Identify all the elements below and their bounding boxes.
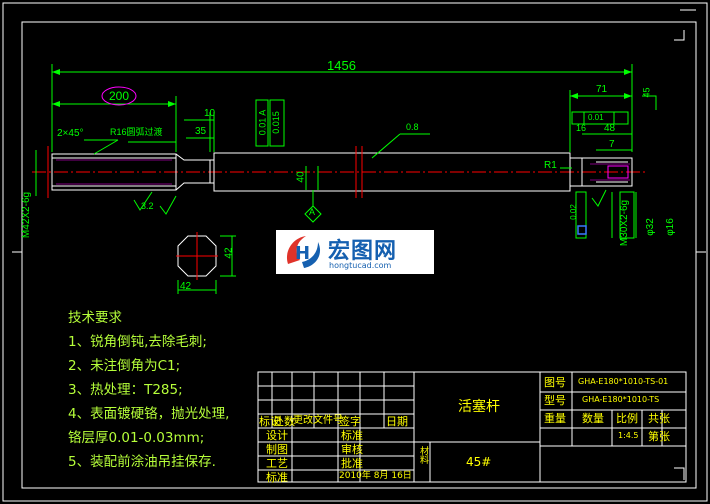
thread-m30: M30X2-6g bbox=[619, 199, 631, 247]
tb-model-label: 型号 bbox=[544, 394, 566, 407]
tb-drafting: 制图 bbox=[266, 443, 288, 456]
tb-qty-label: 数量 bbox=[582, 412, 604, 425]
dim-section-200: 200 bbox=[109, 89, 130, 103]
dim-hex-side: 42 bbox=[223, 247, 235, 259]
tb-marks: 标记 bbox=[259, 415, 281, 428]
tech-title: 技术要求 bbox=[68, 310, 122, 326]
dim-chamfer: 2×45° bbox=[57, 128, 84, 139]
end-hole bbox=[607, 165, 629, 179]
hex-section bbox=[176, 232, 218, 280]
thread-m42: M42X2-6g bbox=[21, 191, 33, 239]
rod-outline bbox=[51, 152, 633, 192]
watermark-url: hongtucad.com bbox=[329, 261, 392, 270]
technical-requirements: 技术要求 1、锐角倒钝,去除毛刺; 2、未注倒角为C1; 3、热处理：T285;… bbox=[68, 306, 229, 474]
tech-item-3: 3、热处理：T285; bbox=[68, 382, 183, 398]
dim-overall-length: 1456 bbox=[327, 58, 356, 73]
svg-text:H: H bbox=[295, 243, 310, 264]
tb-vertical: 材料 bbox=[418, 446, 428, 464]
tb-process: 工艺 bbox=[266, 457, 288, 470]
tb-sheet-label: 第张 bbox=[648, 430, 670, 443]
tb-standard: 标准 bbox=[341, 429, 363, 442]
tol-d: 0.02 bbox=[568, 204, 578, 220]
dim-r16: R16圆弧过渡 bbox=[110, 127, 163, 137]
tol-a: 0.01 A bbox=[257, 109, 268, 136]
tb-signature: 签字 bbox=[339, 415, 361, 428]
tb-date-value: 2010年 8月 16日 bbox=[339, 471, 412, 481]
dim-16: 16 bbox=[576, 123, 587, 133]
tb-model: GHA-E180*1010-TS bbox=[582, 395, 660, 404]
dim-35: 35 bbox=[195, 126, 207, 137]
tb-standard-2: 标准 bbox=[266, 471, 288, 484]
tb-fig-no-label: 图号 bbox=[544, 376, 566, 389]
dim-roughness: 3.2 bbox=[141, 201, 154, 211]
tb-approve: 批准 bbox=[341, 457, 363, 470]
dim-phi32: φ32 bbox=[644, 218, 656, 236]
dim-40: 40 bbox=[295, 171, 307, 183]
dim-r1: R1 bbox=[544, 160, 557, 171]
tol-c: 0.01 bbox=[588, 113, 604, 122]
watermark-logo: H 宏图网 hongtucad.com bbox=[276, 230, 434, 274]
title-block-lines bbox=[257, 371, 687, 483]
tb-weight-label: 重量 bbox=[544, 412, 566, 425]
dim-0-8: 0.8 bbox=[406, 122, 419, 132]
watermark-emblem-icon: H bbox=[286, 236, 321, 268]
tb-design: 设计 bbox=[266, 429, 288, 442]
tech-item-4: 4、表面镀硬铬，抛光处理, bbox=[68, 406, 230, 422]
tb-date: 日期 bbox=[386, 415, 408, 428]
dim-71: 71 bbox=[596, 84, 608, 95]
tech-item-2: 2、未注倒角为C1; bbox=[68, 358, 181, 374]
tb-material: 45# bbox=[466, 455, 492, 469]
tb-total-label: 共张 bbox=[648, 412, 670, 425]
tech-item-5: 铬层厚0.01-0.03mm; bbox=[68, 430, 205, 446]
tb-check: 审核 bbox=[341, 443, 363, 456]
dimension-lines bbox=[35, 64, 637, 238]
dim-45: 45 bbox=[641, 87, 652, 98]
datum-a: A bbox=[309, 207, 316, 217]
highlight-ellipse bbox=[101, 86, 137, 106]
dim-10: 10 bbox=[204, 108, 216, 119]
dim-phi16: φ16 bbox=[664, 218, 676, 236]
tech-item-1: 1、锐角倒钝,去除毛刺; bbox=[68, 334, 207, 350]
tb-scale-label: 比例 bbox=[616, 412, 638, 425]
tol-b: 0.015 bbox=[270, 111, 281, 134]
tolerance-frames bbox=[255, 99, 635, 239]
tb-change-doc: 更改文件号 bbox=[293, 415, 343, 426]
tb-part-name: 活塞杆 bbox=[458, 399, 500, 415]
watermark-name: 宏图网 bbox=[328, 239, 398, 264]
dim-7: 7 bbox=[609, 139, 615, 150]
dim-48: 48 bbox=[604, 123, 616, 134]
dim-hex-42: 42 bbox=[180, 281, 192, 292]
inner-border bbox=[21, 21, 697, 489]
tb-fig-no: GHA-E180*1010-TS-01 bbox=[578, 377, 669, 386]
tb-scale: 1:4.5 bbox=[618, 431, 639, 440]
tech-item-6: 5、装配前涂油吊挂保存. bbox=[68, 454, 216, 470]
tb-count: 处数 bbox=[273, 415, 295, 428]
